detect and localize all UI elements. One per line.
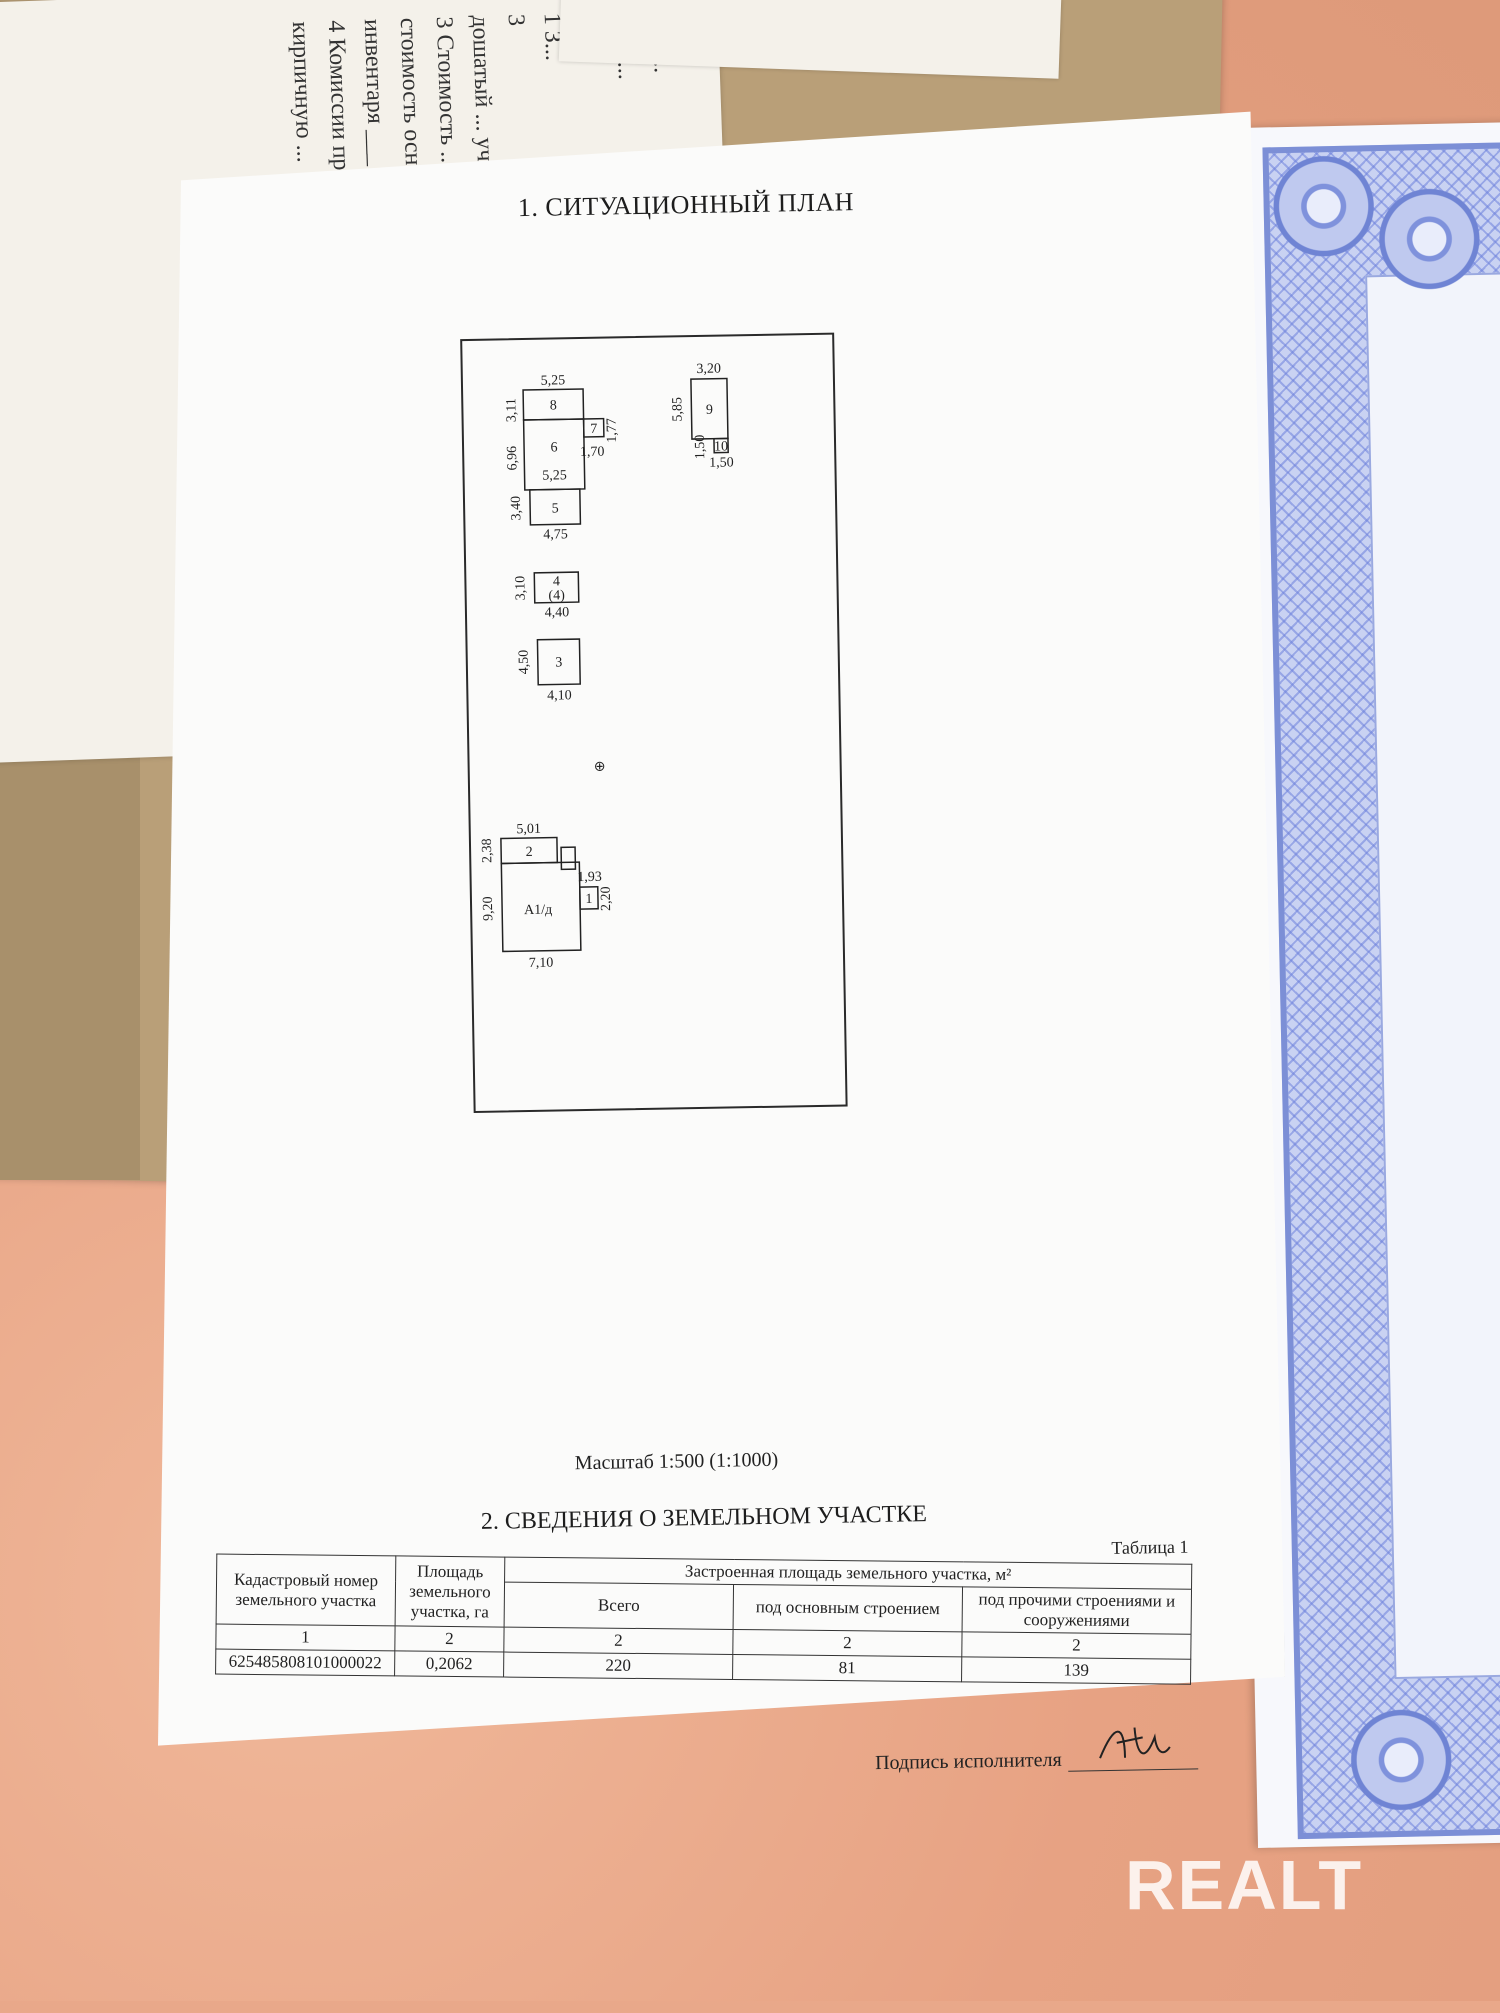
section2-title: 2. СВЕДЕНИЯ О ЗЕМЕЛЬНОМ УЧАСТКЕ (480, 1501, 928, 1535)
dim-building-8-width: 5,25 (541, 373, 566, 388)
dim-building-10-height: 1,50 (693, 435, 708, 460)
land-plot-table: Кадастровый номер земельного участка Пло… (215, 1554, 1192, 1685)
label-building-10: 10 (714, 439, 728, 454)
dim-building-8-height: 3,11 (504, 398, 519, 422)
col-num: 2 (394, 1625, 505, 1653)
cell-area: 0,2062 (394, 1650, 504, 1678)
dim-building-10-width: 1,50 (709, 455, 734, 470)
dim-building-5-width: 4,75 (543, 527, 568, 542)
header-total: Всего (504, 1582, 734, 1630)
label-building-5: 5 (552, 501, 559, 516)
dim-house-width: 7,10 (529, 956, 554, 971)
cardboard-shadow (0, 700, 140, 1180)
label-building-4: 4 (553, 574, 560, 589)
dim-building-7-height: 1,77 (605, 418, 620, 443)
dim-building-4-width: 4,40 (545, 605, 570, 620)
table-number: Таблица 1 (1111, 1536, 1189, 1558)
dim-building-9-height: 5,85 (670, 397, 685, 422)
scale-label: Масштаб 1:500 (1:1000) (574, 1448, 779, 1475)
signature-label: Подпись исполнителя (874, 1748, 1062, 1775)
dim-building-6-width: 5,25 (542, 468, 567, 483)
dim-building-3-height: 4,50 (517, 650, 532, 675)
dim-building-5-height: 3,40 (509, 496, 524, 521)
cell-other: 139 (961, 1656, 1191, 1685)
cell-cadastral-number: 625485808101000022 (215, 1649, 395, 1676)
col-num: 2 (961, 1631, 1192, 1660)
dim-building-4-height: 3,10 (513, 576, 528, 601)
dim-building-7-width: 1,70 (580, 445, 605, 460)
header-cadastral: Кадастровый номер земельного участка (216, 1554, 396, 1626)
document-sheet (158, 111, 1285, 1746)
plan-drawing: 8 5,25 3,11 7 1,70 1,77 6 5,25 6,96 5 4,… (480, 362, 734, 971)
dim-building-9-width: 3,20 (696, 362, 721, 377)
label-building-9: 9 (706, 403, 713, 418)
label-house-a1: А1/д (524, 903, 552, 918)
well-icon: ⊕ (594, 760, 606, 775)
dim-building-2-width: 5,01 (516, 822, 541, 837)
label-building-6: 6 (550, 440, 557, 455)
cell-main: 81 (732, 1654, 962, 1682)
watermark-logo: REALT (1125, 1846, 1364, 1924)
dim-building-1-height: 2,20 (599, 886, 614, 911)
plan-labels: 8 5,25 3,11 7 1,70 1,77 6 5,25 6,96 5 4,… (480, 362, 734, 971)
dim-building-6-height: 6,96 (505, 446, 520, 471)
dim-building-3-width: 4,10 (547, 688, 572, 703)
label-building-2: 2 (526, 845, 533, 860)
dim-building-2-height: 2,38 (480, 838, 495, 863)
col-num: 2 (503, 1627, 734, 1655)
dim-house-height: 9,20 (481, 896, 496, 921)
label-building-8: 8 (550, 398, 557, 413)
col-num: 1 (215, 1624, 396, 1651)
col-num: 2 (732, 1629, 963, 1657)
label-building-7: 7 (590, 422, 597, 437)
building-8 (500, 377, 729, 953)
section1-title: 1. СИТУАЦИОННЫЙ ПЛАН (517, 187, 855, 223)
label-building-3: 3 (555, 655, 562, 670)
header-area: Площадь земельного участка, га (395, 1555, 505, 1628)
header-main-building: под основным строением (733, 1584, 963, 1632)
header-other-buildings: под прочими строениями и сооружениями (962, 1586, 1192, 1635)
cell-total: 220 (503, 1652, 733, 1680)
label-building-1: 1 (585, 892, 592, 907)
signature-scrawl-icon (1099, 1727, 1171, 1759)
dim-building-1-width: 1,93 (577, 870, 602, 885)
situation-plan: 8 5,25 3,11 7 1,70 1,77 6 5,25 6,96 5 4,… (460, 332, 848, 1113)
label-building-4-sub: (4) (548, 588, 565, 603)
